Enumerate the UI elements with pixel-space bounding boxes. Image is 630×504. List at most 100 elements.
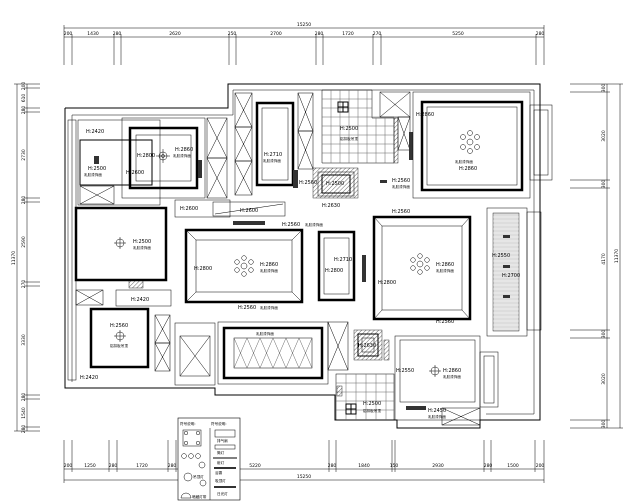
height-label: H:2860 <box>416 112 434 118</box>
legend-label: 吸顶灯 <box>215 478 226 483</box>
legend-label: 日光灯 <box>217 491 228 496</box>
dim-label: 4170 <box>601 253 607 265</box>
lattice-line <box>259 337 274 369</box>
height-label: H:2420 <box>131 297 149 303</box>
bath-heater-icon <box>337 101 349 113</box>
legend-title: 符号说明: <box>180 421 196 426</box>
height-label: H:2450 <box>428 408 446 414</box>
height-label: H:2710 <box>334 257 352 263</box>
height-label: H:2630 <box>358 343 376 349</box>
legend-fluorescent-icon <box>214 444 236 450</box>
material-label: 铝扣板吊顶 <box>363 408 381 413</box>
left-total-dim: 11370 <box>11 251 17 265</box>
height-label: H:2420 <box>80 375 98 381</box>
room-top-left <box>77 119 161 206</box>
height-label: H:2600 <box>240 208 258 214</box>
dim-label: 200 <box>64 463 73 469</box>
dim-label: 3020 <box>601 373 607 385</box>
room-small-square <box>353 329 390 361</box>
room-master-bedroom <box>412 91 553 199</box>
material-label: 乳胶漆饰面 <box>133 245 151 250</box>
cabinet-boxes-lower <box>154 314 216 386</box>
ceiling-height-labels: H:2420 H:2500 乳胶漆饰面 H:2800 H:2860 乳胶漆饰面 … <box>80 112 520 419</box>
dim-label: 280 <box>315 31 324 37</box>
lattice-line <box>285 337 300 369</box>
dim-label: 2730 <box>21 149 27 161</box>
dim-label: 280 <box>484 463 493 469</box>
height-label: H:2560 <box>436 319 454 325</box>
height-label: H:2600 <box>180 206 198 212</box>
material-label: 乳胶漆饰面 <box>436 268 454 273</box>
dim-label: 2620 <box>169 31 181 37</box>
height-label: H:2560 <box>282 222 300 228</box>
top-total-dim: 15250 <box>297 22 311 28</box>
top-dimension-chain: 15250 200 1430 280 2620 250 2700 280 172… <box>64 22 545 65</box>
room-bedroom-1 <box>121 117 206 199</box>
room-right-bedroom <box>372 215 472 321</box>
legend-spotlight-icon <box>181 453 187 459</box>
height-label: H:2800 <box>325 268 343 274</box>
dim-label: 1250 <box>84 463 96 469</box>
height-label: H:2860 <box>436 262 454 268</box>
legend-spotlight-icon <box>188 453 194 459</box>
legend-title: 符号说明: <box>211 421 227 426</box>
hall-strip <box>174 199 286 225</box>
height-label: H:2550 <box>492 253 510 259</box>
height-label: H:2500 <box>88 166 106 172</box>
dim-label: 200 <box>536 463 545 469</box>
legend-chandelier-icon <box>183 472 193 482</box>
room-bathroom-bottom <box>335 373 395 421</box>
dim-label: 250 <box>228 31 237 37</box>
dim-label: 1720 <box>136 463 148 469</box>
right-dimension-chain: 11370 300 3020 300 4170 300 3020 300 <box>570 84 623 428</box>
lattice-line <box>246 337 261 369</box>
legend-downlight-grid-icon <box>182 429 202 447</box>
chandelier-icon <box>460 130 480 154</box>
height-label: H:2560 <box>392 178 410 184</box>
height-label: H:2560 <box>299 180 317 186</box>
height-label: H:2630 <box>322 203 340 209</box>
material-label: 乳胶漆饰面 <box>428 414 446 419</box>
legend-light-bar-icon <box>214 467 236 469</box>
lattice-line <box>233 337 248 369</box>
height-label: H:2860 <box>443 368 461 374</box>
height-label: H:2800 <box>194 266 212 272</box>
material-label: 乳胶漆饰面 <box>443 374 461 379</box>
material-label: 乳胶漆饰面 <box>260 268 278 273</box>
dim-label: 1500 <box>507 463 519 469</box>
legend-ceiling-light-icon <box>199 479 207 487</box>
left-dimension-chain: 11370 200 610 280 2730 280 2590 270 3330… <box>11 82 40 433</box>
legend-pendant-icon <box>198 461 206 469</box>
height-label: H:2860 <box>459 166 477 172</box>
dim-label: 2930 <box>432 463 444 469</box>
room-living <box>184 228 304 304</box>
material-label: 乳胶漆饰面 <box>263 158 281 163</box>
dim-label: 200 <box>64 31 73 37</box>
height-label: H:2710 <box>264 152 282 158</box>
dim-label: 280 <box>168 463 177 469</box>
height-label: H:2550 <box>396 368 414 374</box>
bottom-total-dim: 15250 <box>297 474 311 480</box>
dim-label: 610 <box>21 94 27 103</box>
wardrobe-boxes <box>206 117 228 199</box>
room-corridor <box>234 92 314 196</box>
dim-label: 280 <box>536 31 545 37</box>
material-label: 乳胶漆饰面 <box>84 172 102 177</box>
material-label: 铝扣板吊顶 <box>110 343 128 348</box>
dim-label: 1720 <box>342 31 354 37</box>
ceiling-light-icon <box>114 237 126 249</box>
storage-boxes-top <box>379 91 413 160</box>
material-label: 乳胶漆饰面 <box>455 159 473 164</box>
lattice-line <box>298 337 313 369</box>
legend-spotlight-icon <box>195 453 201 459</box>
dim-label: 300 <box>601 84 607 93</box>
dim-label: 1840 <box>358 463 370 469</box>
dim-label: 5220 <box>249 463 261 469</box>
dim-label: 3330 <box>21 334 27 346</box>
room-dining <box>217 321 349 385</box>
material-label: 铝扣板吊顶 <box>340 136 358 141</box>
balcony-right <box>486 207 542 337</box>
dim-label: 150 <box>390 463 399 469</box>
dim-label: 280 <box>21 106 27 115</box>
bottom-dimension-chain: 15250 200 1250 280 1720 280 5220 280 184… <box>64 440 545 483</box>
